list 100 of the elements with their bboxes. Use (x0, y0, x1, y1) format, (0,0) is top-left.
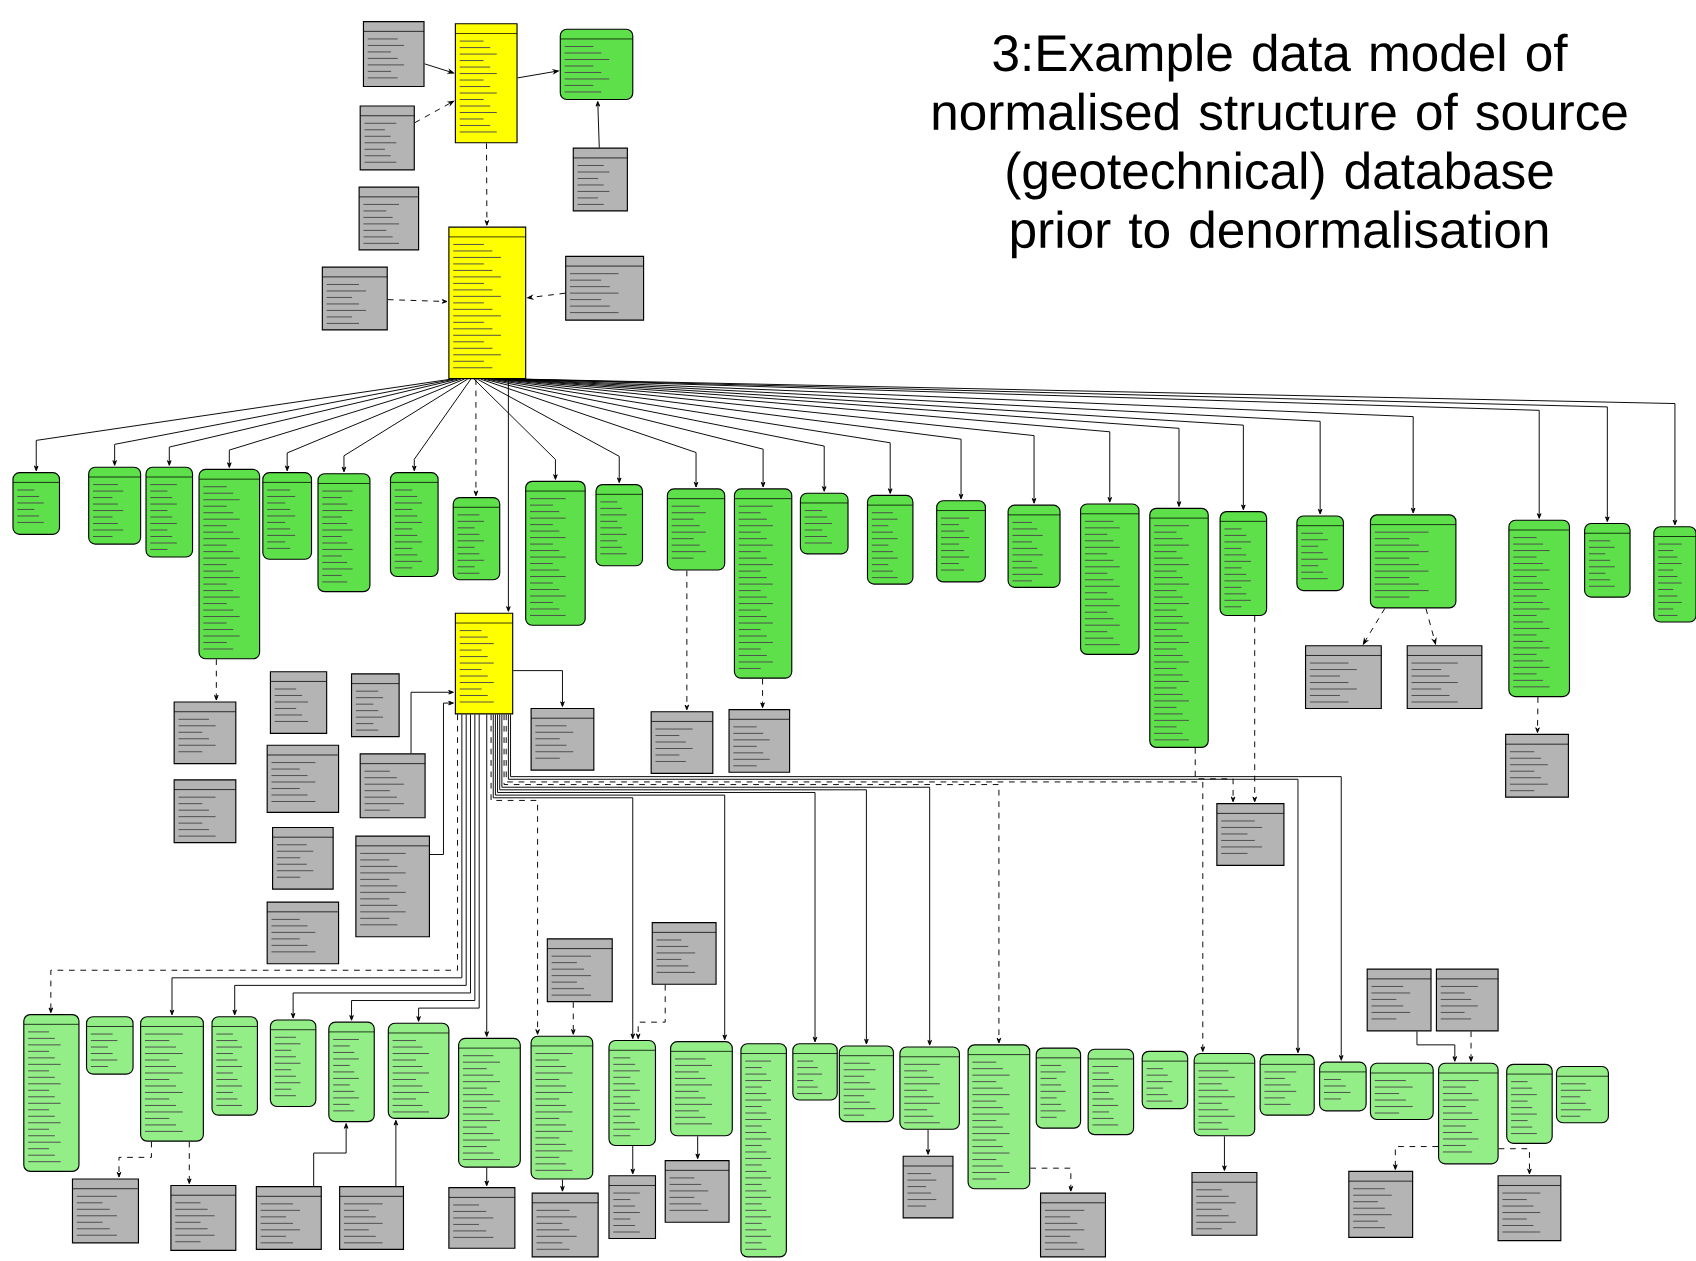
table-box (559, 28, 634, 100)
relationship-line (760, 678, 765, 708)
relationship-line (595, 100, 601, 148)
relationship-line (214, 658, 219, 701)
table-box (1435, 968, 1499, 1032)
relationship-line (484, 713, 489, 1037)
relationship-line (116, 1141, 152, 1178)
relationship-line (1393, 1146, 1439, 1170)
table-box (1305, 645, 1382, 709)
table-box (899, 1046, 960, 1130)
table-box (565, 255, 645, 321)
table-box (71, 1178, 139, 1244)
table-box (1319, 1061, 1367, 1112)
relationship-line (1362, 607, 1386, 645)
table-box (12, 472, 61, 535)
relationship-line (414, 100, 455, 124)
relationship-line (506, 378, 511, 612)
table-box (211, 1016, 258, 1116)
table-box (1191, 1171, 1258, 1236)
table-box (448, 226, 527, 380)
relationship-line (635, 984, 666, 1039)
table-box (387, 1022, 450, 1119)
table-box (1366, 968, 1432, 1032)
relationship-line (527, 292, 566, 300)
table-box (170, 1184, 237, 1251)
table-box (339, 1185, 405, 1250)
relationship-line (313, 1123, 349, 1187)
table-box (1039, 1192, 1106, 1258)
table-box (452, 496, 501, 581)
table-box (358, 186, 420, 251)
table-box (546, 938, 613, 1003)
table-box (1555, 1065, 1609, 1124)
table-box (266, 744, 340, 813)
table-box (666, 488, 726, 571)
relationship-line (1194, 747, 1236, 803)
table-box (1406, 645, 1483, 709)
table-box (650, 711, 714, 774)
table-box (145, 466, 194, 558)
table-box (389, 472, 439, 577)
table-box (530, 707, 595, 771)
table-box (1007, 504, 1061, 588)
table-box (1296, 515, 1344, 592)
table-box (1505, 733, 1569, 798)
table-box (525, 480, 586, 626)
table-box (1193, 1052, 1256, 1137)
table-box (266, 901, 340, 965)
relationship-line (410, 689, 454, 754)
table-box (269, 671, 328, 734)
relationship-line (1222, 1135, 1227, 1171)
table-box (1149, 507, 1209, 748)
relationship-line (1498, 1148, 1532, 1175)
relationship-line (349, 713, 476, 1021)
relationship-line (494, 713, 727, 1041)
relationship-line (167, 378, 459, 466)
relationship-line (473, 378, 479, 497)
table-box (198, 468, 261, 660)
table-box (530, 1035, 594, 1180)
table-box (608, 1039, 657, 1146)
relationship-line (187, 1141, 192, 1184)
table-box (531, 1192, 599, 1258)
table-box (359, 753, 426, 819)
table-box (1259, 1053, 1315, 1116)
table-box (269, 1019, 317, 1107)
table-box (1348, 1170, 1414, 1238)
relationship-line (1252, 615, 1257, 803)
relationship-line (48, 713, 458, 1014)
table-box (328, 1021, 375, 1123)
relationship-line (684, 570, 690, 711)
relationship-line (1416, 1030, 1458, 1062)
table-box (1506, 1063, 1553, 1144)
relationship-line (412, 378, 472, 472)
table-box (572, 147, 628, 212)
relationship-line (484, 1167, 489, 1187)
table-box (1369, 514, 1457, 609)
relationship-line (486, 378, 827, 492)
table-box (1438, 1062, 1499, 1165)
table-box (608, 1175, 657, 1239)
relationship-line (387, 299, 448, 304)
table-box (1369, 1062, 1434, 1120)
relationship-line (169, 713, 463, 1016)
table-box (792, 1043, 838, 1101)
table-box (173, 779, 237, 844)
relationship-line (512, 670, 565, 707)
table-box (1653, 526, 1696, 623)
table-box (1219, 510, 1268, 616)
table-box (740, 1043, 787, 1258)
table-box (799, 492, 849, 555)
table-box (670, 1040, 733, 1137)
table-box (359, 105, 415, 171)
table-box (454, 23, 518, 144)
relationship-line (424, 63, 454, 74)
table-box (317, 473, 371, 593)
table-box (454, 612, 514, 715)
relationship-line (490, 378, 893, 494)
relationship-line (290, 713, 471, 1019)
relationship-line (341, 378, 469, 473)
table-box (1080, 503, 1140, 655)
table-box (458, 1037, 521, 1168)
relationship-line (630, 1145, 636, 1175)
table-box (664, 1159, 730, 1223)
